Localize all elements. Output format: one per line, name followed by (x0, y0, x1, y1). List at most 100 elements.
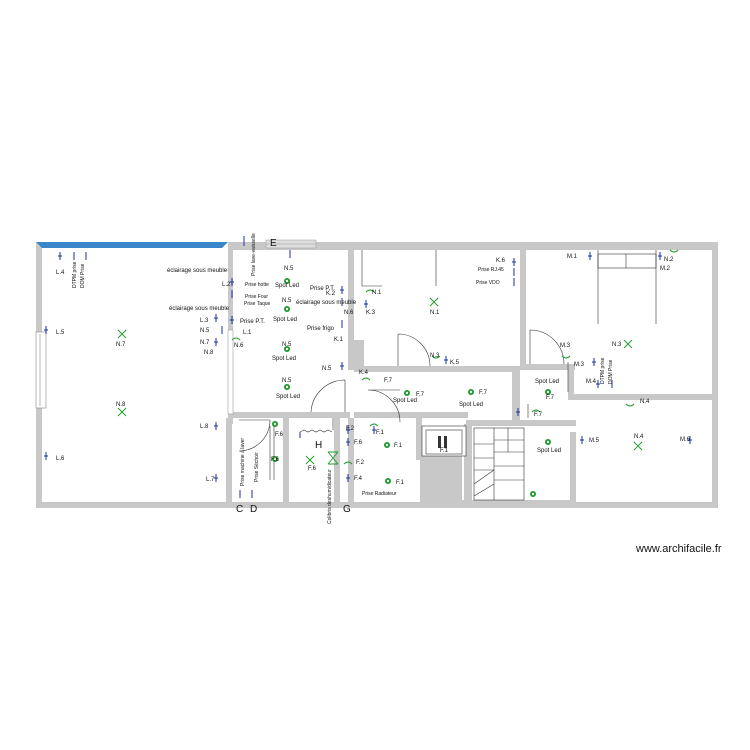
label-m4: M.4 (586, 379, 597, 385)
staircase (473, 427, 525, 501)
label-n7b: N.7 (200, 340, 210, 346)
label-f6c: F.6 (308, 466, 317, 472)
label-prise-lave-vaisselle: Prise lave-vaisselle (251, 233, 257, 276)
label-dom-prise: DOM Prise (80, 263, 86, 288)
label-prise-sechoir: Prise Séchoir (254, 452, 260, 482)
label-k4: K.4 (359, 370, 369, 376)
spot-led-7: Spot Led (535, 379, 559, 385)
label-f7c: F.7 (479, 390, 488, 396)
spot-led-4: Spot Led (276, 394, 300, 400)
switches (44, 236, 692, 498)
label-colibris: Colibris deshumidicateur (327, 469, 333, 524)
label-prise-pt-1: Prise P.T. (240, 319, 265, 325)
label-prise-pt-2: Prise P.T. (310, 286, 335, 292)
label-k1: K.1 (334, 337, 344, 343)
letter-g: G (343, 504, 351, 515)
label-f7d: F.7 (546, 395, 555, 401)
label-prise-taque: Prise Taque (244, 301, 271, 307)
label-f1b: F.1 (394, 443, 403, 449)
label-f6a: F.6 (275, 432, 284, 438)
label-f6b: F.6 (271, 457, 280, 463)
label-f1c: F.1 (396, 480, 405, 486)
spot-leds (272, 278, 551, 497)
label-l3: L.3 (200, 318, 209, 324)
label-f7b: F.7 (416, 392, 425, 398)
label-n7: N.7 (116, 342, 126, 348)
label-l1: L.1 (243, 330, 252, 336)
label-n8: N.8 (116, 402, 126, 408)
doors (238, 329, 569, 452)
label-k6: K.6 (496, 258, 506, 264)
label-n6a: N.6 (234, 343, 244, 349)
label-f7a: F.7 (384, 378, 393, 384)
label-n8b: N.8 (204, 350, 214, 356)
label-k3: K.3 (366, 310, 376, 316)
label-prise-radiateur: Prise Radiateur (362, 491, 397, 497)
label-f2b: F.2 (356, 460, 365, 466)
label-l5: L.5 (56, 330, 65, 336)
label-l4: L.4 (56, 270, 65, 276)
label-n6b: N.6 (344, 310, 354, 316)
spot-led-1: Spot Led (275, 283, 299, 289)
label-n5c: N.5 (282, 298, 292, 304)
window-top (36, 242, 228, 248)
label-l7: L.7 (206, 477, 215, 483)
label-n4a: N.4 (640, 399, 650, 405)
label-n3b: N.3 (430, 353, 440, 359)
label-n5f: N.5 (322, 366, 332, 372)
label-f2: F.2 (346, 426, 355, 432)
label-f4: F.4 (354, 476, 363, 482)
label-prise-four: Prise Four (245, 294, 268, 300)
label-m6: M.6 (680, 437, 691, 443)
label-eclairage-2: éclairage sous meuble (169, 306, 230, 312)
label-f7e: F.7 (534, 412, 543, 418)
label-n1b: N.1 (372, 290, 382, 296)
letter-c: C (236, 504, 243, 515)
letter-e: E (270, 238, 277, 249)
label-prise-vdo: Prise VDO (476, 280, 500, 286)
label-prise-rj45: Prise RJ.45 (478, 267, 504, 273)
label-dtpm-prise: DTPM prise (72, 261, 78, 288)
label-eclairage-3: éclairage sous meuble (296, 300, 357, 306)
wall-lamps (231, 249, 679, 465)
label-l6: L.6 (56, 456, 65, 462)
label-m3b: M.3 (574, 362, 585, 368)
label-dom-prise-2: DOM Prise (608, 359, 614, 384)
label-f1a: F.1 (376, 430, 385, 436)
label-n3: N.3 (612, 342, 622, 348)
label-n2: N.2 (664, 257, 674, 263)
spot-led-5: Spot Led (393, 398, 417, 404)
spot-led-2: Spot Led (273, 317, 297, 323)
label-k5: K.5 (450, 360, 460, 366)
label-f6d: F.6 (354, 440, 363, 446)
label-l2: L.2 (222, 282, 231, 288)
walls (36, 242, 718, 508)
label-m3a: M.3 (560, 343, 571, 349)
spot-led-3: Spot Led (272, 356, 296, 362)
label-n1: N.1 (430, 310, 440, 316)
watermark: www.archifacile.fr (635, 543, 722, 555)
letter-h: H (315, 440, 322, 451)
label-prise-frigo: Prise frigo (307, 326, 335, 332)
spot-led-6: Spot Led (459, 402, 483, 408)
label-prise-machine-laver: Prise machine à laver (240, 438, 246, 486)
ceiling-lights (117, 297, 643, 465)
label-dtpm-prise-2: DTPM prise (600, 357, 606, 384)
label-prise-hotte: Prise hotte (245, 282, 269, 288)
label-n5a: N.5 (200, 328, 210, 334)
label-m1: M.1 (567, 254, 578, 260)
label-n5e: N.5 (282, 378, 292, 384)
label-m5: M.5 (589, 438, 600, 444)
label-m2: M.2 (660, 266, 671, 272)
label-eclairage-1: éclairage sous meuble (167, 268, 228, 274)
label-n5d: N.5 (282, 342, 292, 348)
label-f1d: F.1 (440, 448, 449, 454)
letter-d: D (250, 504, 257, 515)
label-n4b: N.4 (634, 434, 644, 440)
label-k2: K.2 (326, 291, 336, 297)
window-left (35, 331, 47, 409)
labels: E H C D G L.4 L.5 L.6 L.7 L.8 L.2 L.3 L.… (56, 233, 691, 524)
label-l8: L.8 (200, 424, 209, 430)
label-n5b: N.5 (284, 266, 294, 272)
